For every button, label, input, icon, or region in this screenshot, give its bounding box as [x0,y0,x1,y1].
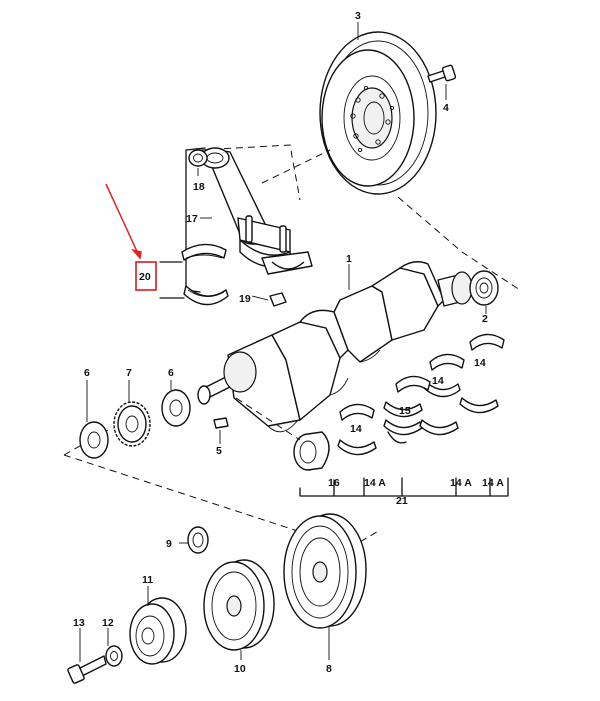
flywheel [319,31,437,195]
connecting-rod [185,144,313,293]
rod-bearing-shells [159,243,229,306]
label-8: 8 [326,663,332,675]
flywheel-bolt [427,64,457,83]
label-11: 11 [142,574,153,586]
label-15: 15 [399,405,411,417]
rod-nut [269,292,287,307]
label-21: 21 [396,495,408,507]
washer-left [79,421,109,459]
label-16: 16 [328,477,340,489]
label-6b: 6 [168,367,174,379]
highlight-box [135,261,157,291]
label-20: 20 [139,271,151,283]
highlight-marker [105,183,157,291]
spacer-ring [187,526,209,554]
crank-seal-ring [293,431,330,471]
part-labels: 1 2 3 4 5 6 6 7 8 9 10 11 12 13 14 14 14… [73,10,504,675]
label-6a: 6 [84,367,90,379]
woodruff-key [213,417,229,429]
timing-gear [113,401,151,447]
label-13: 13 [73,617,85,629]
label-19: 19 [239,293,251,305]
washer-right [161,389,191,427]
small-end-bushing [188,149,208,167]
label-7: 7 [126,367,132,379]
label-3: 3 [355,10,361,22]
label-18: 18 [193,181,205,193]
pulley-large [203,559,275,651]
pilot-bearing [469,270,499,306]
label-14A-2: 14 A [450,477,472,489]
label-2: 2 [482,313,488,325]
label-1: 1 [346,253,352,265]
label-14A-1: 14 A [364,477,386,489]
pulley-washer [105,645,123,667]
label-14a: 14 [350,423,362,435]
label-14b: 14 [432,375,444,387]
highlight-arrow [105,183,141,259]
label-10: 10 [234,663,246,675]
pulley-small [129,597,187,665]
label-4: 4 [443,102,449,114]
label-5: 5 [216,445,222,457]
label-17: 17 [186,213,198,225]
main-bearing-shells [337,333,505,456]
crankshaft [197,261,473,433]
leader-lines [79,22,487,662]
label-14c: 14 [474,357,486,369]
label-14A-3: 14 A [482,477,504,489]
label-12: 12 [102,617,114,629]
label-9: 9 [166,538,172,550]
vibration-damper [283,513,367,629]
pulley-bolt [67,655,107,684]
